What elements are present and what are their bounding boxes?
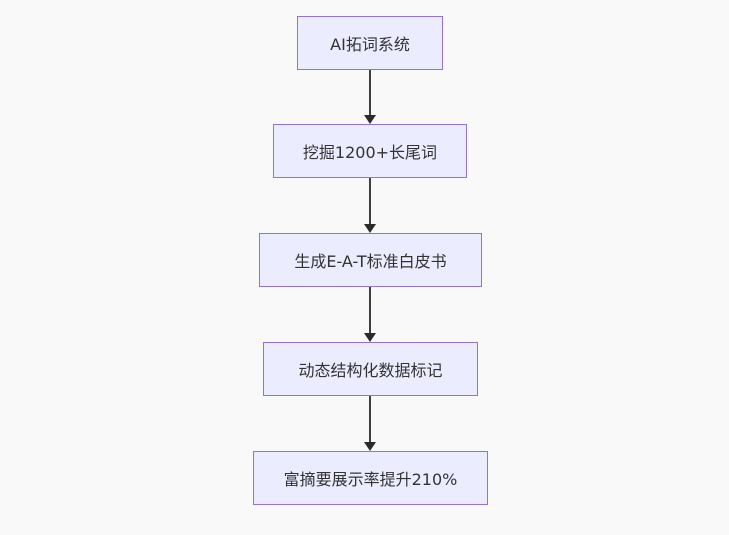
- flow-arrow-2: [364, 178, 376, 233]
- flowchart-node-eat-whitepaper: 生成E-A-T标准白皮书: [259, 233, 482, 287]
- node-label: 动态结构化数据标记: [298, 361, 443, 380]
- arrow-line: [369, 70, 371, 115]
- arrow-down-icon: [364, 442, 376, 451]
- flowchart-node-longtail-mining: 挖掘1200+长尾词: [273, 124, 467, 178]
- node-label: 生成E-A-T标准白皮书: [294, 252, 447, 271]
- arrow-down-icon: [364, 224, 376, 233]
- flowchart-node-ai-system: AI拓词系统: [297, 16, 443, 70]
- flow-arrow-4: [364, 396, 376, 451]
- arrow-line: [369, 178, 371, 224]
- arrow-line: [369, 396, 371, 442]
- node-label: 富摘要展示率提升210%: [283, 470, 458, 489]
- flowchart-node-structured-data: 动态结构化数据标记: [263, 342, 478, 396]
- arrow-down-icon: [364, 333, 376, 342]
- arrow-line: [369, 287, 371, 333]
- flow-arrow-3: [364, 287, 376, 342]
- arrow-down-icon: [364, 115, 376, 124]
- node-label: AI拓词系统: [330, 35, 410, 54]
- node-label: 挖掘1200+长尾词: [302, 143, 438, 162]
- flow-arrow-1: [364, 70, 376, 124]
- flowchart-node-rich-snippet-result: 富摘要展示率提升210%: [253, 451, 488, 505]
